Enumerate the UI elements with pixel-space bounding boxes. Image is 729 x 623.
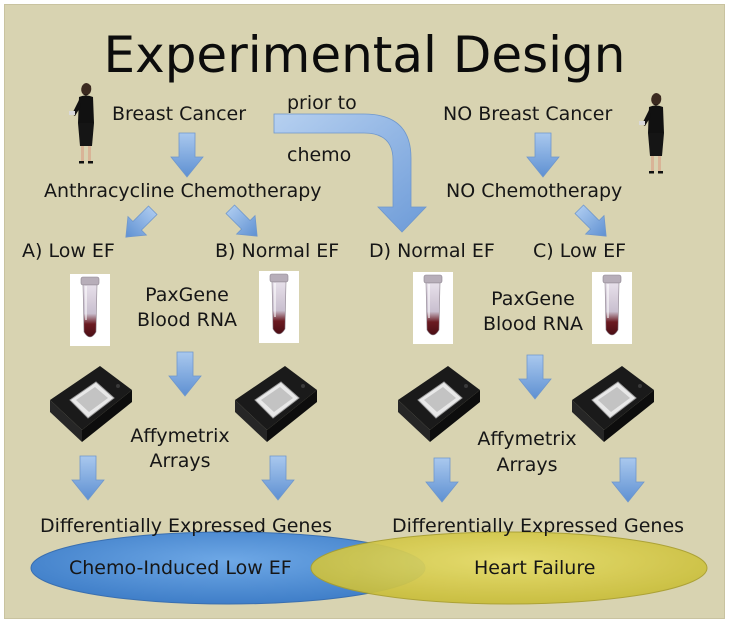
group-a-label: A) Low EF [22, 240, 115, 262]
no-chemotherapy-label: NO Chemotherapy [446, 180, 623, 202]
blood-tube-icon [69, 273, 111, 347]
paxgene-right-line1: PaxGene [491, 288, 575, 310]
affymetrix-right-line2: Arrays [496, 454, 558, 476]
blood-tube-icon [591, 271, 633, 345]
heart-failure-ellipse [310, 531, 708, 605]
blood-tube-icon [258, 270, 300, 344]
arrow-down-icon [526, 132, 560, 178]
paxgene-left-line2: Blood RNA [136, 309, 238, 331]
prior-to-chemo-arrow [273, 113, 427, 233]
woman-figure-icon [69, 83, 94, 164]
affymetrix-right-line1: Affymetrix [477, 428, 577, 450]
heart-failure-label: Heart Failure [474, 557, 596, 579]
deg-left-label: Differentially Expressed Genes [40, 515, 333, 537]
arrow-down-right-icon [569, 199, 616, 246]
blood-tube-icon [412, 271, 454, 345]
arrow-down-icon [425, 457, 459, 503]
chemo-induced-low-ef-label: Chemo-Induced Low EF [69, 557, 292, 579]
arrow-down-right-icon [220, 199, 267, 246]
no-breast-cancer-label: NO Breast Cancer [443, 103, 613, 125]
anthracycline-label: Anthracycline Chemotherapy [44, 180, 322, 202]
group-b-label: B) Normal EF [215, 240, 340, 262]
affymetrix-left-line2: Arrays [149, 450, 211, 472]
arrow-down-icon [71, 455, 105, 501]
page-title: Experimental Design [103, 26, 626, 84]
arrow-down-icon [611, 457, 645, 503]
arrow-down-left-icon [116, 200, 163, 247]
prior-to-label: prior to [287, 92, 357, 114]
group-d-label: D) Normal EF [369, 240, 495, 262]
arrow-down-icon [170, 132, 204, 178]
paxgene-right-line2: Blood RNA [482, 313, 584, 335]
arrow-down-icon [261, 455, 295, 501]
paxgene-left-line1: PaxGene [145, 284, 229, 306]
arrow-down-icon [168, 351, 202, 397]
affymetrix-left-line1: Affymetrix [130, 425, 230, 447]
arrow-down-icon [518, 354, 552, 400]
group-c-label: C) Low EF [533, 240, 627, 262]
woman-figure-icon [639, 93, 664, 174]
microarray-chip-icon [234, 365, 318, 443]
breast-cancer-label: Breast Cancer [112, 103, 247, 125]
chemo-label: chemo [287, 144, 352, 166]
deg-right-label: Differentially Expressed Genes [392, 515, 685, 537]
